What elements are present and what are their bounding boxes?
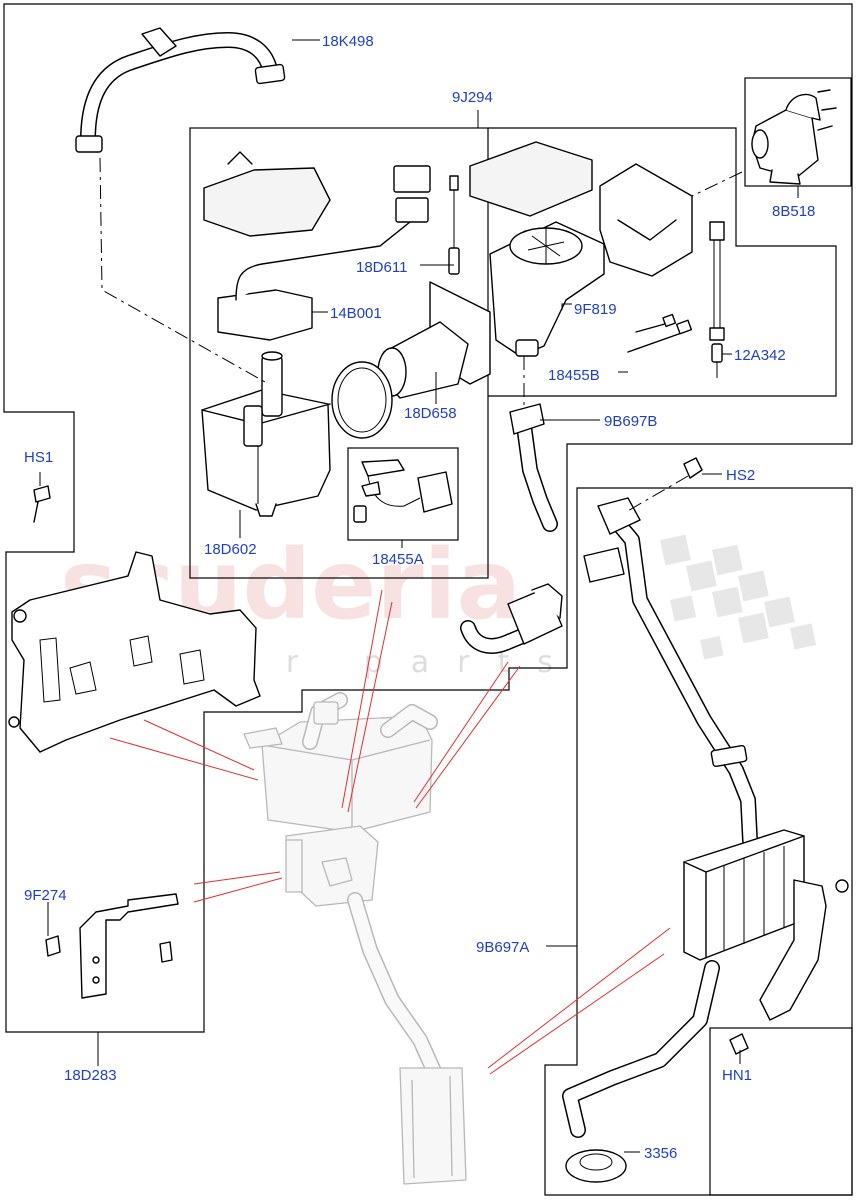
callout-9J294: 9J294 bbox=[452, 89, 493, 106]
part-HN1-nut bbox=[729, 1033, 749, 1055]
part-covers bbox=[469, 141, 693, 277]
part-HS1-bolt bbox=[33, 485, 51, 523]
installed-assembly-ghost bbox=[243, 692, 467, 1185]
callout-18D283: 18D283 bbox=[64, 1067, 117, 1084]
part-14B001-bracket bbox=[203, 151, 431, 341]
part-bracket-left bbox=[8, 551, 261, 753]
callout-18D611: 18D611 bbox=[356, 259, 407, 276]
part-8B518-pump bbox=[751, 89, 837, 185]
callout-HN1: HN1 bbox=[722, 1067, 752, 1084]
callout-3356: 3356 bbox=[644, 1145, 677, 1162]
part-18D611-sensor bbox=[448, 175, 460, 275]
part-18455B-bolts bbox=[627, 313, 693, 353]
callout-18D602: 18D602 bbox=[204, 541, 257, 558]
callouts: 18K498 9J294 8B518 18D611 14B001 9F819 1… bbox=[24, 33, 815, 1162]
callout-8B518: 8B518 bbox=[772, 203, 815, 220]
callout-9F819: 9F819 bbox=[574, 301, 617, 318]
part-18D658-tube bbox=[331, 281, 491, 439]
box-9B697A bbox=[544, 487, 853, 1196]
box-9J294-right bbox=[488, 127, 837, 397]
part-9F819-housing bbox=[489, 221, 605, 357]
part-18D602-heater bbox=[201, 351, 331, 517]
part-18K498-hose bbox=[75, 27, 286, 153]
callout-18K498: 18K498 bbox=[322, 33, 374, 50]
callout-HS2: HS2 bbox=[726, 467, 755, 484]
pointer-lines bbox=[109, 589, 671, 1075]
part-9B697B-hose bbox=[460, 403, 563, 654]
callout-leaders bbox=[39, 39, 799, 1153]
callout-18455A: 18455A bbox=[372, 551, 424, 568]
callout-18455B: 18455B bbox=[548, 367, 600, 384]
callout-9B697B: 9B697B bbox=[604, 413, 657, 430]
callout-12A342: 12A342 bbox=[734, 347, 786, 364]
part-HS2-nut bbox=[683, 457, 703, 479]
callout-18D658: 18D658 bbox=[404, 405, 457, 422]
part-9F274-bracket bbox=[45, 893, 179, 999]
callout-HS1: HS1 bbox=[24, 449, 53, 466]
box-HN1 bbox=[709, 1027, 853, 1196]
outer-frame bbox=[3, 3, 853, 1033]
assembly-lines bbox=[99, 157, 743, 513]
group-boxes bbox=[3, 3, 853, 1196]
part-9B697A-exhaust bbox=[562, 497, 849, 1183]
watermark-checker bbox=[660, 534, 817, 660]
box-18455A bbox=[347, 447, 459, 541]
part-18455A-kit bbox=[353, 459, 453, 523]
part-12A342-sensor bbox=[709, 221, 725, 378]
callout-9B697A: 9B697A bbox=[476, 939, 529, 956]
callout-14B001: 14B001 bbox=[330, 305, 382, 322]
callout-9F274: 9F274 bbox=[24, 887, 67, 904]
